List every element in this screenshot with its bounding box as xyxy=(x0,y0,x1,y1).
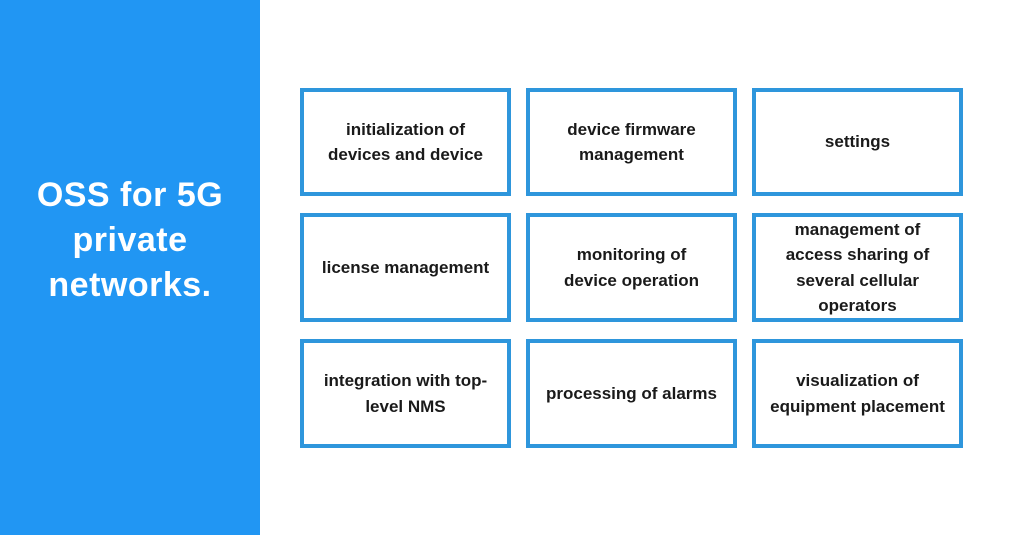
page-title-line-2: private xyxy=(72,220,188,259)
feature-box-label: visualization of equipment placement xyxy=(770,371,945,416)
feature-box-alarm-processing: processing of alarms xyxy=(526,339,737,448)
feature-box-firmware-management: device firmware management xyxy=(526,88,737,196)
feature-box-nms-integration: integration with top- level NMS xyxy=(300,339,511,448)
feature-box-label: integration with top- level NMS xyxy=(323,371,488,416)
feature-box-label: license management xyxy=(321,257,490,277)
page-title-line-3: networks. xyxy=(48,265,212,304)
feature-box-visualization: visualization of equipment placement xyxy=(752,339,963,448)
feature-box-label: initialization of devices and device xyxy=(328,119,483,165)
feature-box-initialization: initialization of devices and device xyxy=(300,88,511,196)
sidebar: OSS for 5G private networks. xyxy=(0,0,260,535)
feature-box-license-management: license management xyxy=(300,213,511,322)
feature-box-label: management of access sharing of several … xyxy=(785,219,930,316)
feature-box-settings: settings xyxy=(752,88,963,196)
feature-grid: initialization of devices and device dev… xyxy=(300,88,963,448)
feature-box-label: settings xyxy=(824,132,891,152)
page-title: OSS for 5G private networks. xyxy=(37,173,223,308)
feature-box-label: processing of alarms xyxy=(545,383,717,403)
feature-box-access-sharing: management of access sharing of several … xyxy=(752,213,963,322)
feature-box-label: monitoring of device operation xyxy=(563,245,700,290)
page-title-line-1: OSS for 5G xyxy=(36,175,224,214)
feature-box-label: device firmware management xyxy=(567,119,696,165)
feature-box-monitoring: monitoring of device operation xyxy=(526,213,737,322)
